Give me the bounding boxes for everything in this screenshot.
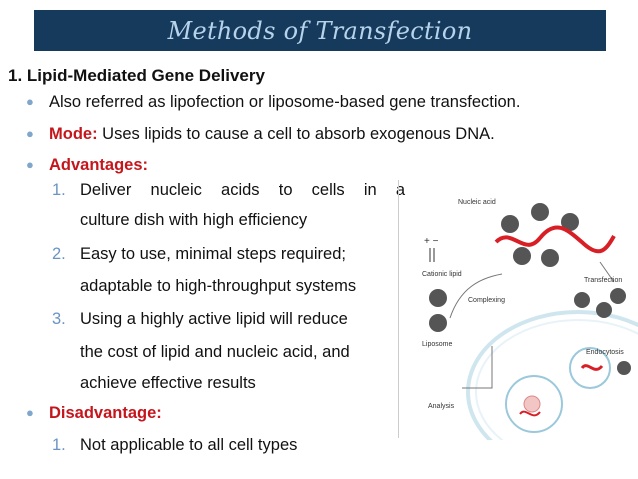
item-line-text: Deliver nucleic acids to cells in a <box>80 181 406 199</box>
label-liposome: Liposome <box>422 341 452 348</box>
dna-strand <box>494 225 616 254</box>
liposome-particles <box>429 203 631 375</box>
plus-minus-icon: + − <box>424 236 439 247</box>
slide-title: Methods of Transfection <box>167 16 473 45</box>
nucleus-dna <box>523 395 541 413</box>
mode-label: Mode: <box>49 125 98 143</box>
lipid-tails-icon <box>429 248 435 262</box>
bullet-dot-icon: ● <box>26 126 34 141</box>
item-line: Using a highly active lipid will reduce <box>80 310 348 328</box>
nucleus <box>505 375 563 433</box>
item-number: 2. <box>52 245 66 263</box>
item-line: adaptable to high-throughput systems <box>80 277 357 295</box>
dna-strand <box>519 410 541 417</box>
advantages-label: Advantages: <box>49 156 149 174</box>
label-transfection: Transfection <box>584 277 622 284</box>
endosome <box>569 347 611 389</box>
mode-text: Uses lipids to cause a cell to absorb ex… <box>97 125 495 143</box>
item-line: Not applicable to all cell types <box>80 436 298 454</box>
cell-membrane-inner <box>475 319 638 440</box>
cell-membrane <box>466 310 638 440</box>
label-complexing: Complexing <box>468 297 505 304</box>
bullet-text: Also referred as lipofection or liposome… <box>49 93 521 111</box>
label-endocytosis: Endocytosis <box>586 349 624 356</box>
title-bar: Methods of Transfection <box>34 10 606 51</box>
section-heading: 1. Lipid-Mediated Gene Delivery <box>8 66 265 85</box>
figure-divider <box>398 180 399 438</box>
item-line: Deliver nucleic acids to cells in a <box>80 180 435 200</box>
bullet-dot-icon: ● <box>26 157 34 172</box>
item-number: 3. <box>52 310 66 328</box>
dna-strand <box>580 364 604 371</box>
item-line: culture dish with high efficiency <box>80 211 308 229</box>
label-cationic-lipid: Cationic lipid <box>422 271 462 278</box>
item-line: Easy to use, minimal steps required; <box>80 245 346 263</box>
label-analysis: Analysis <box>428 403 455 410</box>
process-arrows <box>449 261 615 389</box>
item-line: the cost of lipid and nucleic acid, and <box>80 343 350 361</box>
bullet-dot-icon: ● <box>26 405 34 420</box>
item-line: achieve effective results <box>80 374 256 392</box>
bullet-text: Mode: Uses lipids to cause a cell to abs… <box>49 124 495 144</box>
lipofection-diagram: + − Nucleic acid Cationic lipid Complexi… <box>422 199 638 440</box>
disadvantage-label: Disadvantage: <box>49 404 162 422</box>
label-nucleic-acid: Nucleic acid <box>458 199 496 206</box>
item-number: 1. <box>52 436 66 454</box>
bullet-dot-icon: ● <box>26 94 34 109</box>
item-number: 1. <box>52 181 66 199</box>
